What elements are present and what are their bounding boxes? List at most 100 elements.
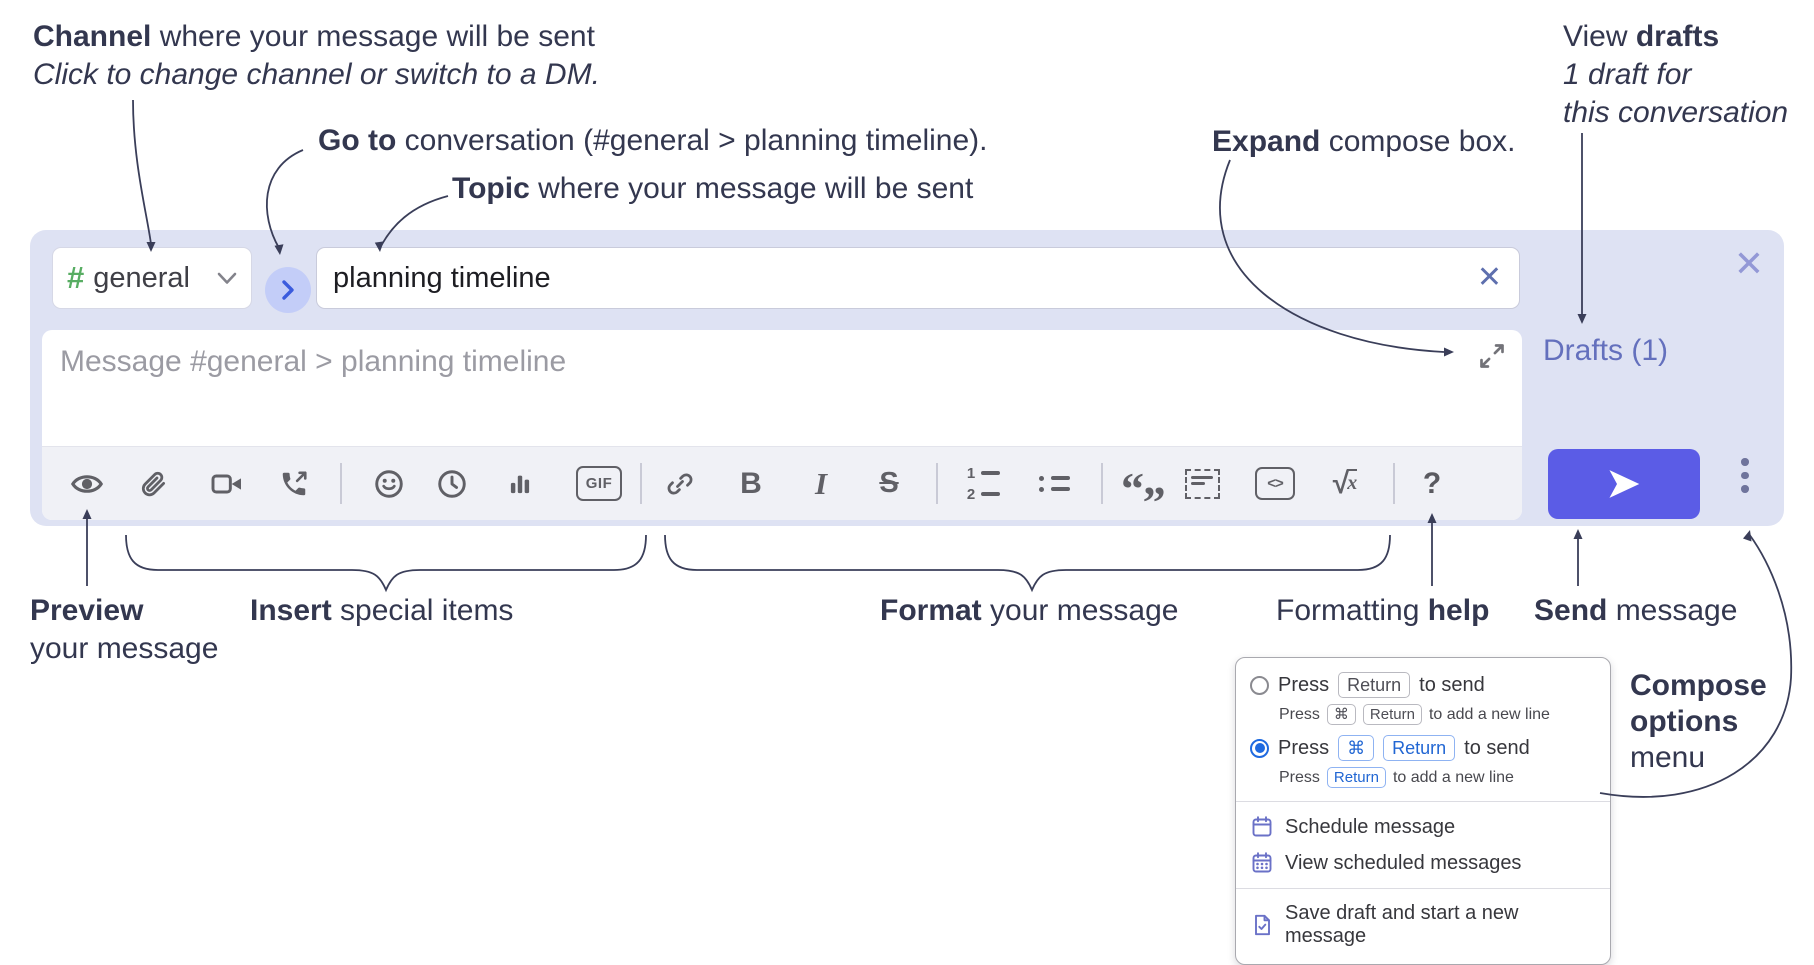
go-to-conversation-button[interactable]: [265, 267, 311, 313]
menu-item-save-draft[interactable]: Save draft and start a new message: [1236, 896, 1610, 954]
radio-selected-icon[interactable]: [1250, 738, 1269, 758]
spoiler-button[interactable]: [1182, 464, 1222, 504]
formatting-help-button[interactable]: ?: [1422, 466, 1442, 500]
kbd-return: Return: [1383, 735, 1456, 761]
chevron-down-icon: [217, 272, 237, 285]
annotation-drafts-line3: this conversation: [1563, 96, 1789, 129]
annotation-channel-line2: Click to change channel or switch to a D…: [33, 58, 600, 91]
label-format-bold: Format: [880, 594, 982, 627]
toolbar-divider: [1393, 463, 1395, 504]
channel-name: general: [93, 261, 190, 294]
drafts-link[interactable]: Drafts (1): [1543, 334, 1669, 367]
bulleted-list-button[interactable]: [1033, 464, 1073, 504]
emoji-button[interactable]: [369, 464, 409, 504]
label-send-rest: message: [1607, 594, 1738, 627]
kbd-return: Return: [1362, 704, 1422, 725]
menu-divider: [1236, 801, 1610, 802]
quote-button[interactable]: “„: [1121, 455, 1166, 511]
brace-insert: [125, 534, 647, 593]
compose-box: # general ✕ ✕: [30, 230, 1784, 526]
gif-button[interactable]: GIF: [576, 464, 622, 504]
menu-option-cmd-return-to-send[interactable]: Press ⌘ Return to send: [1236, 731, 1610, 765]
channel-selector[interactable]: # general: [52, 247, 252, 309]
menu-item-view-scheduled[interactable]: View scheduled messages: [1236, 845, 1610, 881]
kbd-return: Return: [1338, 672, 1411, 698]
label-compose-options: Compose options menu: [1630, 668, 1767, 776]
toolbar-divider: [936, 463, 938, 504]
connector-channel: [132, 99, 152, 245]
menu-item-schedule-label: Schedule message: [1285, 815, 1456, 838]
quote-open: “: [1121, 462, 1144, 514]
topic-clear-icon[interactable]: ✕: [1476, 261, 1502, 294]
label-formatting-help: Formatting help: [1276, 592, 1489, 630]
label-send: Send message: [1534, 592, 1737, 630]
poll-button[interactable]: [500, 464, 540, 504]
close-compose-icon[interactable]: ✕: [1733, 243, 1764, 284]
annotation-channel-rest: where your message will be sent: [151, 20, 595, 53]
annotation-drafts-line2: 1 draft for: [1563, 58, 1692, 91]
annotation-channel-bold: Channel: [33, 20, 152, 53]
toolbar-divider: [340, 463, 342, 504]
topic-field-wrap: ✕: [316, 247, 1520, 309]
link-button[interactable]: [660, 464, 700, 504]
menu-option1-sub-pre: Press: [1279, 705, 1320, 723]
label-format-rest: your message: [981, 594, 1179, 627]
label-help-bold: help: [1427, 594, 1490, 627]
audio-call-button[interactable]: [274, 464, 314, 504]
label-compose-options-line1: Compose: [1630, 669, 1767, 702]
preview-button[interactable]: [67, 464, 107, 504]
compose-options-menu: Press Return to send Press ⌘ Return to a…: [1235, 657, 1611, 965]
sqrt-var: x: [1347, 468, 1358, 493]
annotation-expand: Expand compose box.: [1212, 123, 1515, 161]
label-help-pre: Formatting: [1276, 594, 1428, 627]
kbd-cmd: ⌘: [1338, 735, 1375, 761]
chevron-right-icon: [279, 279, 297, 301]
label-format: Format your message: [880, 592, 1178, 630]
toolbar-divider: [640, 463, 642, 504]
calendar-icon: [1250, 815, 1274, 839]
italic-button[interactable]: I: [814, 465, 828, 501]
annotation-goto-rest: conversation (#general > planning timeli…: [396, 124, 988, 157]
label-preview-line2: your message: [30, 632, 219, 665]
bold-button[interactable]: B: [740, 466, 762, 500]
send-button[interactable]: [1548, 449, 1700, 519]
compose-options-button[interactable]: [1722, 458, 1768, 493]
annotation-channel: Channel where your message will be sent …: [33, 18, 600, 94]
menu-option1-sub-post: to add a new line: [1428, 705, 1550, 723]
channel-hash-icon: #: [67, 260, 85, 295]
label-insert-bold: Insert: [250, 594, 332, 627]
expand-compose-icon[interactable]: [1478, 342, 1506, 370]
arrowhead: [1573, 529, 1583, 539]
toolbar-divider: [1101, 463, 1103, 504]
quote-close: „: [1143, 452, 1166, 504]
math-button[interactable]: √x: [1325, 464, 1365, 504]
radio-unselected-icon[interactable]: [1250, 675, 1269, 695]
send-icon: [1606, 468, 1642, 500]
label-compose-options-line2: options: [1630, 705, 1739, 738]
ol-digit: 2: [966, 485, 976, 503]
code-label: <>: [1255, 467, 1295, 500]
annotation-drafts: View drafts 1 draft for this conversatio…: [1563, 18, 1788, 132]
menu-option2-post: to send: [1464, 736, 1530, 759]
message-input[interactable]: [42, 330, 1522, 446]
arrowhead: [1743, 530, 1752, 542]
label-insert-rest: special items: [331, 594, 514, 627]
menu-item-schedule-message[interactable]: Schedule message: [1236, 809, 1610, 845]
video-call-button[interactable]: [207, 464, 247, 504]
label-preview: Preview your message: [30, 592, 218, 668]
menu-divider: [1236, 888, 1610, 889]
numbered-list-button[interactable]: 1 2: [963, 464, 1003, 504]
attach-file-button[interactable]: [133, 464, 173, 504]
compose-body: GIF B I S 1 2: [42, 330, 1522, 520]
menu-item-view-scheduled-label: View scheduled messages: [1285, 851, 1522, 874]
code-button[interactable]: <>: [1255, 464, 1295, 504]
topic-input[interactable]: [316, 247, 1520, 309]
label-insert: Insert special items: [250, 592, 513, 630]
menu-option-return-to-send[interactable]: Press Return to send: [1236, 668, 1610, 702]
time-button[interactable]: [432, 464, 472, 504]
calendar-grid-icon: [1250, 851, 1274, 875]
annotation-goto: Go to conversation (#general > planning …: [318, 122, 988, 160]
menu-option1-post: to send: [1419, 673, 1485, 696]
strikethrough-button[interactable]: S: [879, 467, 899, 499]
menu-option2-sub-post: to add a new line: [1392, 768, 1514, 786]
